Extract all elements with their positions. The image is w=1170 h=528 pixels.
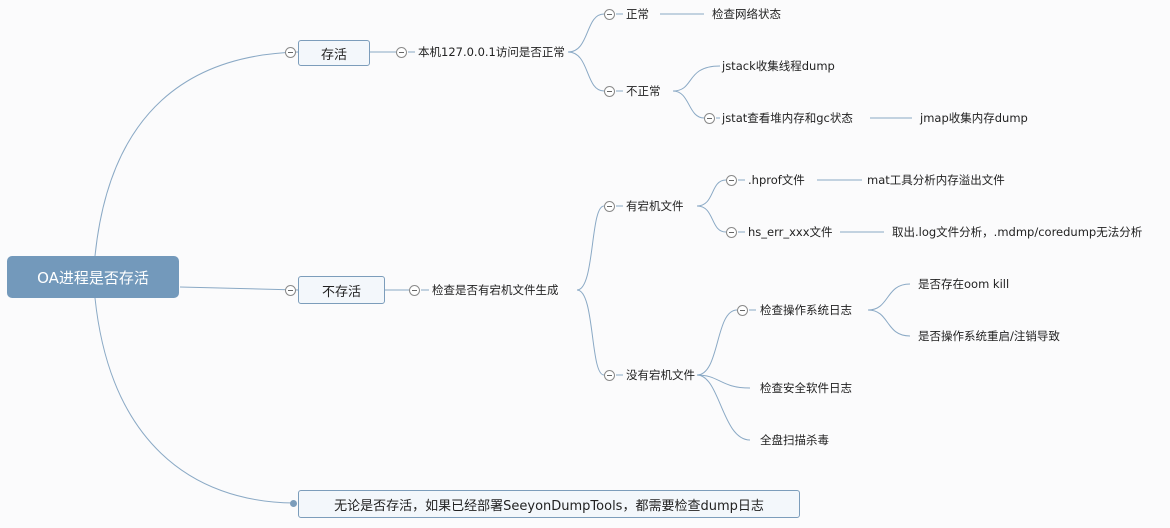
- collapse-toggle-jstat[interactable]: [704, 113, 715, 124]
- node-not-alive[interactable]: 不存活: [298, 276, 385, 304]
- collapse-toggle-os-log[interactable]: [737, 305, 748, 316]
- node-os-log[interactable]: 检查操作系统日志: [760, 303, 852, 317]
- node-normal[interactable]: 正常: [626, 7, 649, 21]
- node-alive[interactable]: 存活: [298, 40, 370, 66]
- node-jstack[interactable]: jstack收集线程dump: [722, 59, 835, 73]
- collapse-toggle-abnormal[interactable]: [604, 86, 615, 97]
- node-hprof[interactable]: .hprof文件: [748, 173, 805, 187]
- node-has-crash-file[interactable]: 有宕机文件: [626, 199, 684, 213]
- node-jmap[interactable]: jmap收集内存dump: [920, 111, 1028, 125]
- link-root-notalive: [179, 286, 299, 291]
- node-no-crash-file[interactable]: 没有宕机文件: [626, 368, 695, 382]
- node-hs-err-action[interactable]: 取出.log文件分析，.mdmp/coredump无法分析: [892, 225, 1143, 239]
- collapse-toggle-has-crash[interactable]: [604, 201, 615, 212]
- note-connector-dot: [290, 500, 297, 507]
- link-root-note: [94, 297, 295, 504]
- link-root-alive: [94, 51, 299, 257]
- node-jstat[interactable]: jstat查看堆内存和gc状态: [722, 111, 853, 125]
- node-check-network[interactable]: 检查网络状态: [712, 7, 781, 21]
- collapse-toggle-crash-check[interactable]: [409, 285, 420, 296]
- collapse-toggle-alive-check[interactable]: [396, 47, 407, 58]
- collapse-toggle-no-crash[interactable]: [604, 370, 615, 381]
- collapse-toggle-alive[interactable]: [285, 47, 296, 58]
- root-node[interactable]: OA进程是否存活: [7, 256, 179, 298]
- node-abnormal[interactable]: 不正常: [626, 84, 661, 98]
- node-hs-err[interactable]: hs_err_xxx文件: [748, 225, 833, 239]
- node-os-restart[interactable]: 是否操作系统重启/注销导致: [918, 329, 1060, 343]
- node-antivirus[interactable]: 全盘扫描杀毒: [760, 433, 829, 447]
- collapse-toggle-hs-err[interactable]: [726, 227, 737, 238]
- node-alive-check[interactable]: 本机127.0.0.1访问是否正常: [418, 45, 565, 59]
- collapse-toggle-hprof[interactable]: [726, 175, 737, 186]
- collapse-toggle-not-alive[interactable]: [285, 285, 296, 296]
- node-mat-analysis[interactable]: mat工具分析内存溢出文件: [867, 173, 1005, 187]
- node-dump-note[interactable]: 无论是否存活，如果已经部署SeeyonDumpTools，都需要检查dump日志: [298, 490, 800, 518]
- collapse-toggle-normal[interactable]: [604, 9, 615, 20]
- node-oom-kill[interactable]: 是否存在oom kill: [918, 277, 1010, 291]
- node-security-log[interactable]: 检查安全软件日志: [760, 381, 852, 395]
- node-crash-check[interactable]: 检查是否有宕机文件生成: [432, 283, 559, 297]
